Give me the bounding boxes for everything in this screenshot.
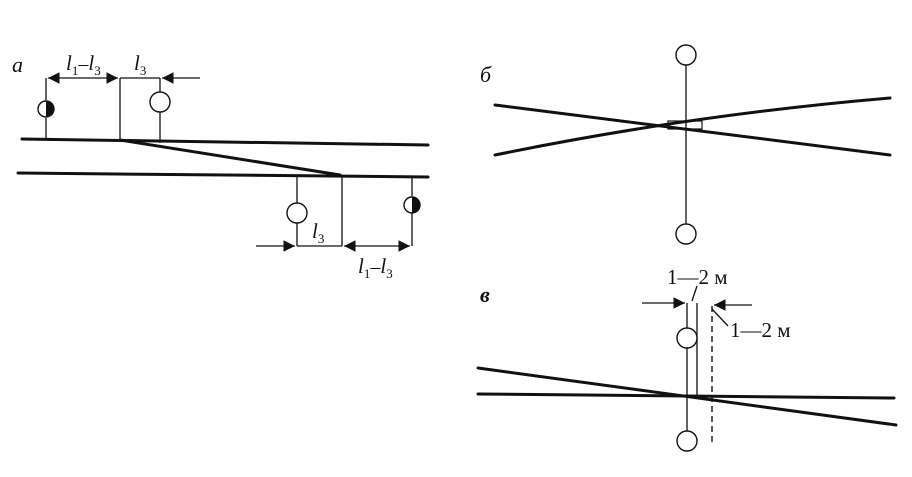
panel-a-label: а bbox=[12, 52, 23, 77]
dim-label-1-2m-side: 1—2 м bbox=[730, 318, 791, 342]
signal-circle-icon bbox=[286, 175, 308, 224]
signal-circle-icon bbox=[675, 223, 697, 245]
panel-v: 1—2 м 1—2 м bbox=[476, 265, 898, 452]
panel-b bbox=[493, 44, 892, 245]
panel-a: l1–l3 l3 l3 l1–l3 bbox=[16, 51, 430, 281]
lower-track-line bbox=[16, 171, 430, 179]
signal-circle-icon bbox=[676, 327, 698, 349]
dim-label-l3-bottom: l3 bbox=[312, 219, 324, 246]
panel-b-label: б bbox=[480, 62, 492, 87]
half-filled-signal-icon bbox=[37, 100, 55, 139]
leader-line bbox=[711, 308, 729, 327]
dim-label-l1-l3-bottom: l1–l3 bbox=[358, 254, 393, 281]
leader-line bbox=[691, 285, 698, 302]
signal-circle-icon bbox=[149, 91, 171, 143]
dim-label-1-2m-top: 1—2 м bbox=[667, 265, 728, 289]
dim-label-l3-top: l3 bbox=[134, 51, 146, 78]
signal-circle-icon bbox=[676, 430, 698, 452]
signal-circle-icon bbox=[675, 44, 697, 66]
crossover-line bbox=[118, 138, 342, 177]
panel-v-label: в bbox=[480, 282, 490, 307]
crossing-track-1 bbox=[493, 103, 892, 157]
half-filled-signal-icon bbox=[403, 177, 421, 214]
crossing-box bbox=[667, 120, 703, 130]
upper-track-line bbox=[20, 137, 430, 147]
dim-label-l1-l3-top: l1–l3 bbox=[66, 51, 101, 78]
